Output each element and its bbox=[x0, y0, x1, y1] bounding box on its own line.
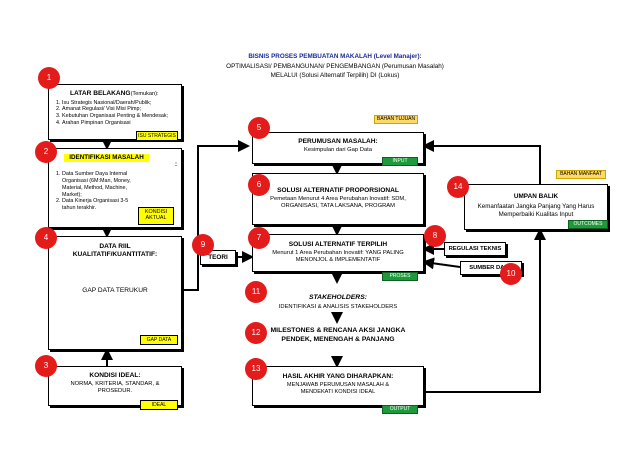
perumusan-masalah-title: PERUMUSAN MASALAH: bbox=[298, 138, 378, 145]
step-number-badge: 5 bbox=[248, 117, 270, 139]
step-number-badge: 14 bbox=[447, 176, 469, 198]
solusi-proporsional-box: SOLUSI ALTERNATIF PROPORSIONAL Pemetaan … bbox=[252, 173, 424, 225]
list-item: Kebutuhan Organisasi Penting & Mendesak; bbox=[62, 113, 177, 120]
list-item: Data Sumber Daya Internal Organisasi (6M… bbox=[62, 171, 137, 198]
step-number-badge: 9 bbox=[192, 234, 214, 256]
ideal-tag: IDEAL bbox=[140, 400, 178, 410]
list-item: Isu Strategis Nasional/Daerah/Publik; bbox=[62, 100, 177, 107]
step-number-badge: 1 bbox=[38, 67, 60, 89]
step-number-badge: 10 bbox=[500, 263, 522, 285]
step-number-badge: 3 bbox=[35, 355, 57, 377]
data-riil-box: DATA RIIL KUALITATIF/KUANTITATIF: GAP DA… bbox=[48, 236, 182, 350]
hasil-akhir-title: HASIL AKHIR YANG DIHARAPKAN: bbox=[282, 373, 394, 380]
milestones-title: MILESTONES & RENCANA AKSI JANGKA PENDEK,… bbox=[270, 327, 406, 343]
data-riil-body: GAP DATA TERUKUR bbox=[82, 287, 148, 295]
latar-belakang-title-suffix: (Temukan): bbox=[130, 91, 159, 97]
regulasi-teknis-box: REGULASI TEKNIS bbox=[444, 242, 506, 256]
kondisi-aktual-tag: KONDISI AKTUAL bbox=[138, 207, 174, 225]
list-item: Amanat Regulasi/ Visi Misi Pimp; bbox=[62, 106, 177, 113]
perumusan-masalah-body: Kesimpulan dari Gap Data bbox=[304, 147, 372, 154]
kondisi-ideal-title: KONDISI IDEAL: bbox=[89, 372, 141, 379]
regulasi-teknis-label: REGULASI TEKNIS bbox=[448, 246, 502, 252]
solusi-terpilih-title: SOLUSI ALTERNATIF TERPILIH bbox=[288, 241, 388, 248]
step-number-badge: 6 bbox=[248, 174, 270, 196]
teori-label: TEORI bbox=[208, 254, 228, 261]
kondisi-ideal-box: KONDISI IDEAL: NORMA, KRITERIA, STANDAR,… bbox=[48, 366, 182, 406]
sumber-dana-label: SUMBER DANA bbox=[469, 265, 513, 271]
latar-belakang-list: Isu Strategis Nasional/Daerah/Publik; Am… bbox=[54, 100, 177, 127]
outcomes-tag: OUTCOMES bbox=[568, 220, 608, 229]
identifikasi-masalah-colon: : bbox=[175, 161, 177, 168]
proses-tag: PROSES bbox=[382, 272, 418, 281]
header-line-3: MELALUI (Solusi Alternatif Terpilih) DI … bbox=[270, 71, 400, 79]
kondisi-ideal-body: NORMA, KRITERIA, STANDAR, & PROSEDUR. bbox=[70, 381, 160, 395]
step-number-badge: 7 bbox=[248, 227, 270, 249]
identifikasi-masalah-list: Data Sumber Daya Internal Organisasi (6M… bbox=[54, 171, 177, 212]
list-item: Data Kinerja Organisasi 3-5 tahun terakh… bbox=[62, 198, 137, 212]
diagram-header: BISNIS PROSES PEMBUATAN MAKALAH (Level M… bbox=[170, 53, 500, 80]
umpan-balik-body: Kemanfaatan Jangka Panjang Yang Harus Me… bbox=[477, 203, 595, 218]
hasil-akhir-box: HASIL AKHIR YANG DIHARAPKAN: MENJAWAB PE… bbox=[252, 366, 424, 406]
latar-belakang-title: LATAR BELAKANG bbox=[70, 90, 131, 97]
step-number-badge: 12 bbox=[245, 322, 267, 344]
stakeholders-body: IDENTIFIKASI & ANALISIS STAKEHOLDERS bbox=[278, 304, 398, 311]
output-tag: OUTPUT bbox=[382, 405, 418, 414]
solusi-proporsional-body: Pemetaan Menurut 4 Area Perubahan Inovat… bbox=[270, 196, 406, 210]
bahan-tujuan-tag: BAHAN TUJUAN bbox=[374, 115, 418, 124]
isu-strategis-tag: ISU STRATEGIS bbox=[136, 131, 178, 141]
latar-belakang-box: LATAR BELAKANG(Temukan): Isu Strategis N… bbox=[48, 84, 182, 140]
stakeholders-title: STAKEHOLDERS: bbox=[308, 294, 368, 301]
stakeholders-section: STAKEHOLDERS: IDENTIFIKASI & ANALISIS ST… bbox=[252, 294, 424, 312]
solusi-terpilih-body: Menurut 1 Area Perubahan Inovatif: YANG … bbox=[272, 250, 404, 264]
latar-belakang-title-row: LATAR BELAKANG(Temukan): bbox=[54, 90, 177, 99]
step-number-badge: 4 bbox=[35, 227, 57, 249]
step-number-badge: 8 bbox=[424, 225, 446, 247]
header-line-2: OPTIMALISASI/ PEMBANGUNAN/ PENGEMBANGAN … bbox=[226, 62, 444, 70]
gap-data-tag: GAP DATA bbox=[140, 335, 178, 345]
solusi-proporsional-title: SOLUSI ALTERNATIF PROPORSIONAL bbox=[277, 187, 399, 194]
hasil-akhir-body: MENJAWAB PERUMUSAN MASALAH & MENDEKATI K… bbox=[286, 382, 390, 396]
list-item: Arahan Pimpinan Organisasi bbox=[62, 120, 177, 127]
header-line-1: BISNIS PROSES PEMBUATAN MAKALAH (Level M… bbox=[248, 53, 422, 60]
step-number-badge: 13 bbox=[245, 358, 267, 380]
step-number-badge: 11 bbox=[245, 281, 267, 303]
step-number-badge: 2 bbox=[35, 141, 57, 163]
milestones-section: MILESTONES & RENCANA AKSI JANGKA PENDEK,… bbox=[262, 327, 414, 345]
identifikasi-masalah-title: IDENTIFIKASI MASALAH bbox=[64, 154, 149, 162]
input-tag: INPUT bbox=[382, 157, 418, 166]
umpan-balik-title: UMPAN BALIK bbox=[513, 193, 559, 200]
bahan-manfaat-tag: BAHAN MANFAAT bbox=[556, 170, 606, 179]
solusi-terpilih-box: SOLUSI ALTERNATIF TERPILIH Menurut 1 Are… bbox=[252, 234, 424, 272]
data-riil-title: DATA RIIL KUALITATIF/KUANTITATIF: bbox=[72, 243, 158, 259]
